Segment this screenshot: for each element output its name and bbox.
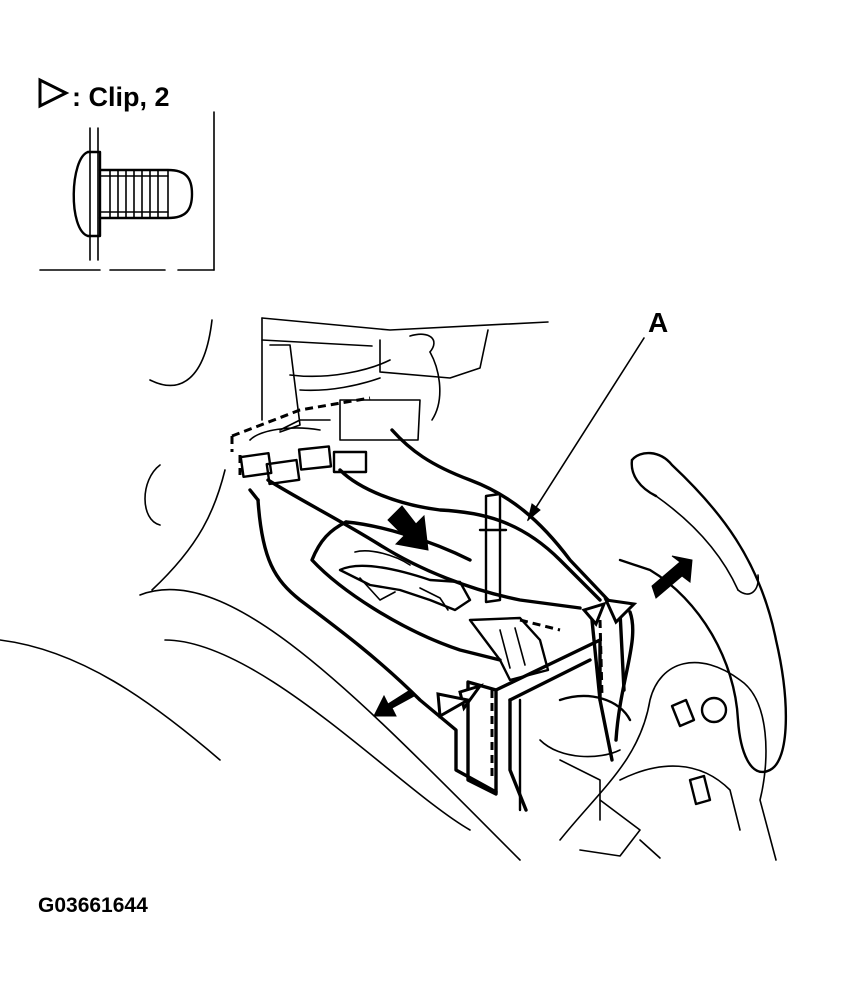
lower-bracket-mechanism [539,661,777,861]
callout-a-label: A [648,307,668,338]
arrow-up-right-icon [651,555,693,599]
clip-ribs [109,169,159,219]
clip-legend: : Clip, 2 [38,77,170,112]
dashboard-outline [0,317,549,861]
shift-lever [468,492,550,682]
hidden-edge-upper [230,396,371,452]
center-console-part-a [248,428,635,812]
arrow-down-left-icon [373,689,415,717]
clip-location-front-left-icon [436,692,473,719]
parking-brake-lever [618,451,787,774]
clip-detail-inset [39,111,215,271]
clip-location-front-icon [458,683,484,712]
harness-connectors [239,419,368,486]
arrow-down-right-icon [387,505,429,551]
hidden-edge-shift [519,618,561,632]
clip-location-right-icon [603,598,638,625]
callout-a: A [527,307,668,522]
figure-id: G03661644 [38,894,148,917]
clip-location-right-b-icon [581,601,607,627]
clip-legend-label: : Clip, 2 [72,82,170,112]
direction-arrows [373,505,693,717]
clip-triangle-icon [38,77,70,109]
